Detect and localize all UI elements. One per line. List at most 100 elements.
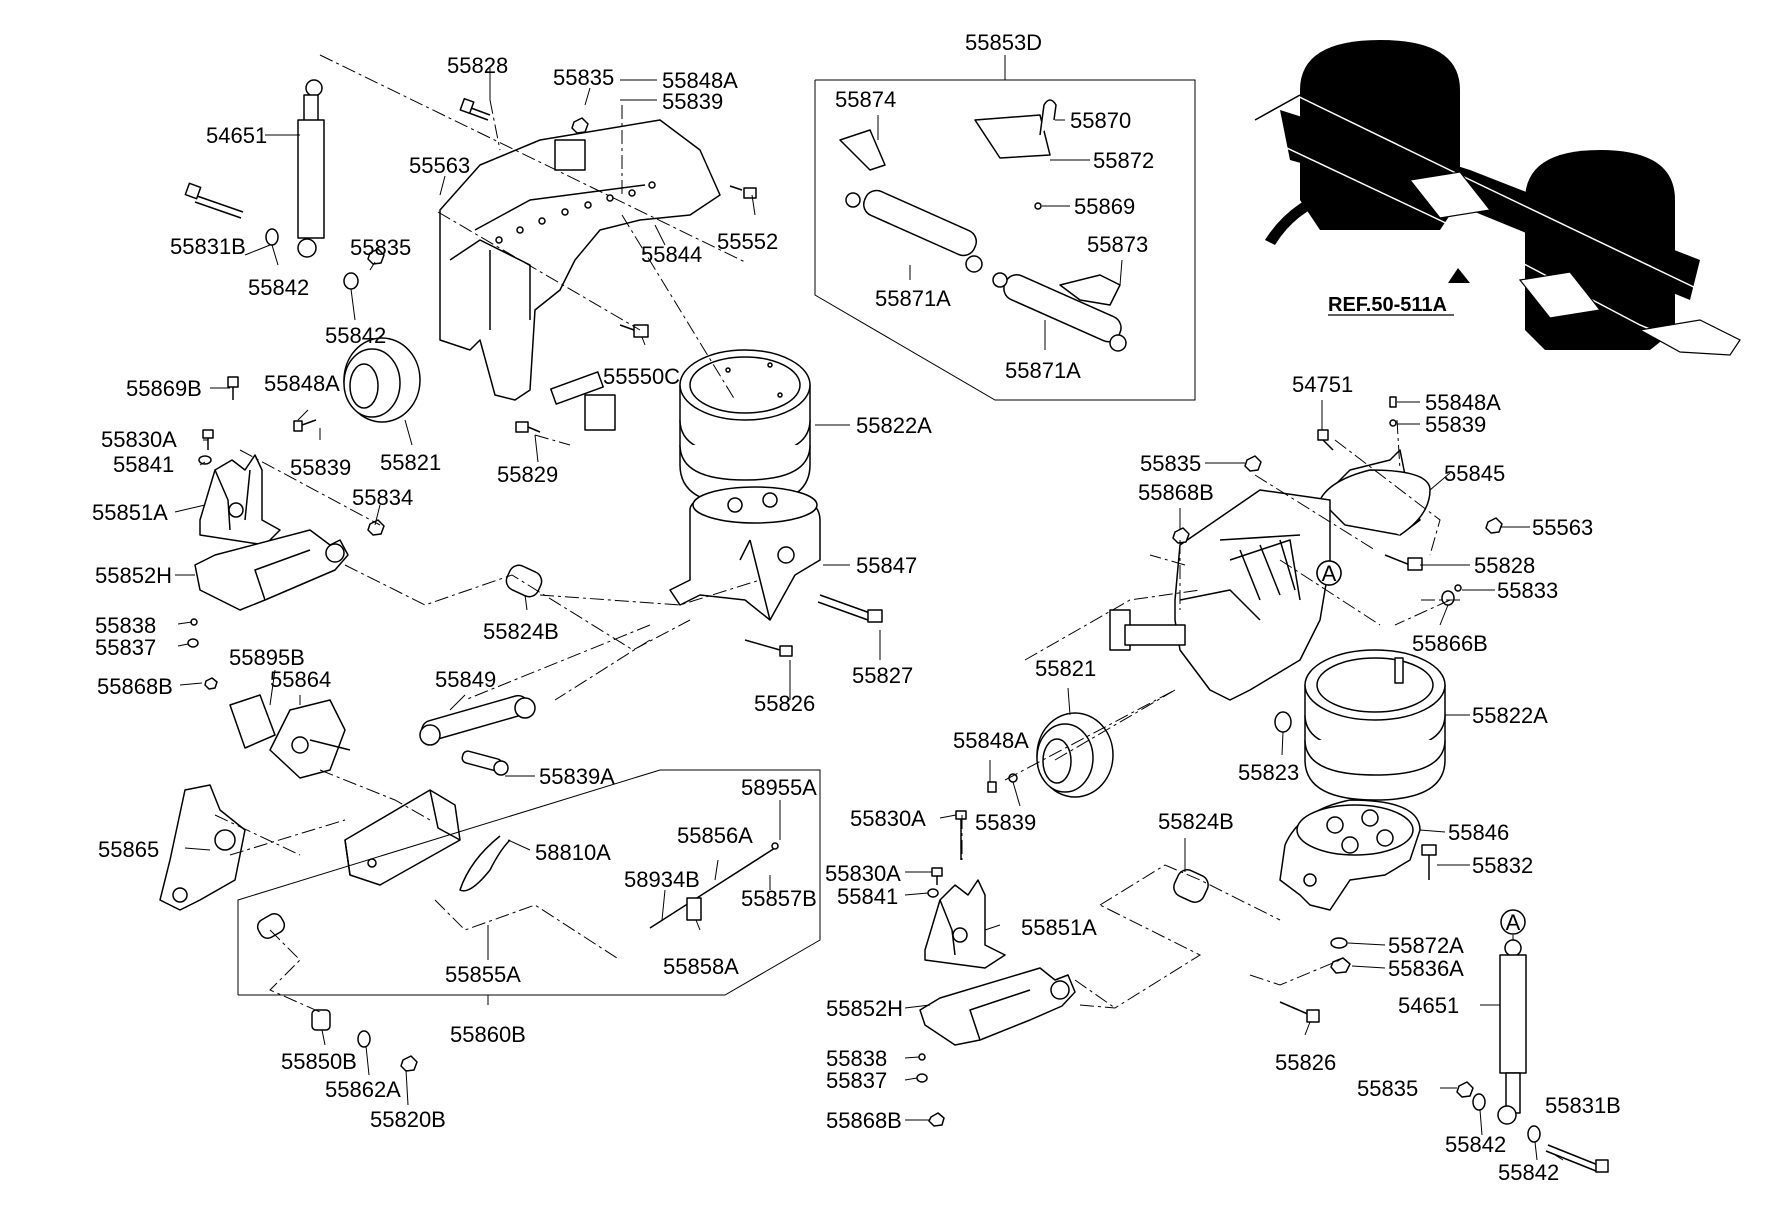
part-label: 55833 xyxy=(1497,578,1558,603)
part-label: 55563 xyxy=(409,153,470,178)
part-label: 55839 xyxy=(1425,412,1486,437)
air-spring-55822a-left xyxy=(679,349,811,506)
part-label: 55826 xyxy=(1275,1050,1336,1075)
washer-55837-left xyxy=(187,638,199,648)
nut-55834 xyxy=(367,519,385,536)
washer-55839-right-upper xyxy=(1389,419,1397,427)
part-label: 55851A xyxy=(92,500,168,525)
part-label: 55853D xyxy=(965,30,1042,55)
bolt-55827 xyxy=(817,594,883,623)
block-55858a xyxy=(686,897,702,921)
part-label: 55550C xyxy=(603,364,680,389)
nut-55563-right xyxy=(1485,517,1503,534)
part-label: 55834 xyxy=(352,485,413,510)
part-label: 55848A xyxy=(264,371,340,396)
part-label: 55850B xyxy=(281,1049,357,1074)
part-label: 55826 xyxy=(754,691,815,716)
bolt-55831b-right xyxy=(1545,1144,1609,1173)
bracket-55844 xyxy=(439,119,721,401)
part-label: 55822A xyxy=(856,413,932,438)
callout-a-label-lower: A xyxy=(1506,910,1521,935)
part-label: 55868B xyxy=(826,1108,902,1133)
bracket-55846 xyxy=(1279,799,1421,911)
axle-stub-flange xyxy=(550,371,616,431)
bolt-55848a-left xyxy=(293,419,317,432)
part-label: 55824B xyxy=(1158,809,1234,834)
part-label: 55851A xyxy=(1021,915,1097,940)
part-label: 55874 xyxy=(835,87,896,112)
washer-55842-right-a xyxy=(1472,1093,1486,1111)
part-label: 55856A xyxy=(677,823,753,848)
part-label: 55868B xyxy=(97,674,173,699)
part-label: 55845 xyxy=(1444,461,1505,486)
part-drawings xyxy=(159,79,1609,1173)
rod-58955a xyxy=(649,842,779,929)
plate-55872 xyxy=(974,114,1051,159)
part-label: 55838 xyxy=(95,613,156,638)
washer-55837-right xyxy=(916,1073,928,1083)
bushing-small-left xyxy=(256,913,286,939)
part-label: 55865 xyxy=(98,837,159,862)
part-label: 55847 xyxy=(856,553,917,578)
part-label: 55871A xyxy=(1005,358,1081,383)
plate-55895b xyxy=(229,694,276,749)
part-label: 55871A xyxy=(875,286,951,311)
part-label: 55563 xyxy=(1532,515,1593,540)
nut-55869 xyxy=(1034,202,1042,210)
part-label: 55848A xyxy=(662,68,738,93)
air-spring-55821-right xyxy=(1036,712,1114,798)
cylinder-55871a-b xyxy=(992,272,1127,352)
part-label: 55848A xyxy=(953,728,1029,753)
part-labels: 54651 55828 55835 55848A 55839 55563 558… xyxy=(92,30,1621,1185)
part-label: 55820B xyxy=(370,1107,446,1132)
washer-55838-right xyxy=(918,1053,926,1061)
part-label: 55839A xyxy=(539,764,615,789)
nut-55868b-right xyxy=(1172,527,1190,544)
part-label: 55839 xyxy=(975,810,1036,835)
bolt-55830a-right-b xyxy=(931,867,943,885)
reference-label: REF.50-511A xyxy=(1328,294,1447,316)
bracket-55845 xyxy=(1319,449,1431,536)
part-label: 55842 xyxy=(248,275,309,300)
bracket-55851a-right xyxy=(924,879,1006,969)
washer-55823 xyxy=(1274,711,1292,733)
nut-55835-right-top xyxy=(1244,455,1262,472)
cable-58810a xyxy=(459,835,511,892)
part-label: 58810A xyxy=(535,840,611,865)
nut-55868b-right-bottom xyxy=(928,1112,945,1127)
torque-rod-55852h-right xyxy=(919,967,1076,1046)
bushing-55824b-right xyxy=(1173,869,1209,903)
bolt-55829 xyxy=(515,421,541,433)
bolt-55828-top xyxy=(459,97,491,121)
part-label: 55870 xyxy=(1070,108,1131,133)
nut-55835-top xyxy=(571,117,589,134)
part-label: 55837 xyxy=(95,635,156,660)
washer-55841-right xyxy=(927,888,939,898)
part-label: 58934B xyxy=(624,867,700,892)
part-label: 55835 xyxy=(553,65,614,90)
part-label: 55873 xyxy=(1087,232,1148,257)
part-label: 54751 xyxy=(1292,372,1353,397)
part-label: 55852H xyxy=(826,996,903,1021)
washer-55862a xyxy=(357,1030,371,1048)
part-label: 55835 xyxy=(350,235,411,260)
part-label: 55837 xyxy=(826,1068,887,1093)
part-label: 55828 xyxy=(447,53,508,78)
bolt-55848a-right-upper xyxy=(1389,396,1397,408)
u-bolt-55870 xyxy=(1039,99,1057,136)
part-label: 55827 xyxy=(852,663,913,688)
washer-55833 xyxy=(1454,584,1462,592)
part-label: 55830A xyxy=(101,427,177,452)
bolt-55552 xyxy=(729,185,757,199)
bolt-55826-left xyxy=(744,639,793,657)
assembly-lines xyxy=(214,54,1460,1013)
leader-lines xyxy=(174,55,1564,1161)
nut-55868b-left xyxy=(204,677,218,690)
part-label: 55832 xyxy=(1472,853,1533,878)
part-label: 55860B xyxy=(450,1022,526,1047)
part-label: 54651 xyxy=(1398,993,1459,1018)
bracket-55865 xyxy=(159,784,246,911)
flange-stub-right xyxy=(1109,609,1186,651)
part-label: 55838 xyxy=(826,1046,887,1071)
